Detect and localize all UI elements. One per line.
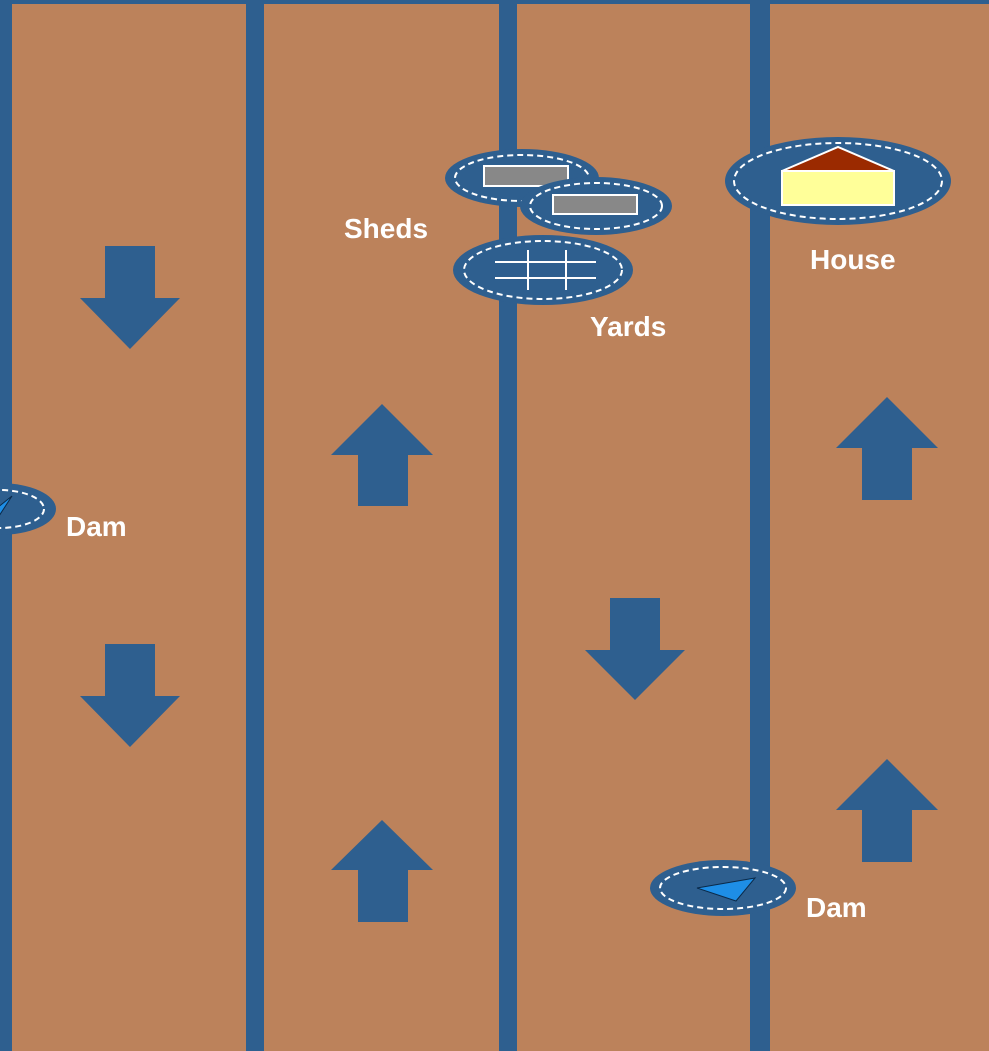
paddock-1 xyxy=(12,4,246,1051)
arrow-down-paddock-3 xyxy=(585,598,685,700)
label-dam-right: Dam xyxy=(806,892,867,923)
yards-marker xyxy=(453,235,633,305)
yards-grid-icon xyxy=(495,250,596,290)
dam-marker-right xyxy=(650,860,796,916)
label-dam-left: Dam xyxy=(66,511,127,542)
house-icon xyxy=(781,145,895,206)
arrow-up-paddock-2-top xyxy=(331,404,433,506)
dam-water-icon xyxy=(696,877,757,902)
shed-icon xyxy=(483,165,569,187)
shed-marker-2 xyxy=(520,177,672,235)
dam-marker-left xyxy=(0,483,56,535)
arrow-down-paddock-1-bottom xyxy=(80,644,180,747)
arrow-up-paddock-4-top xyxy=(836,397,938,500)
arrow-up-paddock-2-bottom xyxy=(331,820,433,922)
arrow-up-paddock-4-bottom xyxy=(836,759,938,862)
label-yards: Yards xyxy=(590,311,667,342)
label-house: House xyxy=(810,244,896,275)
arrow-down-paddock-1-top xyxy=(80,246,180,349)
dam-water-icon xyxy=(0,495,13,516)
house-marker xyxy=(725,137,951,225)
label-sheds: Sheds xyxy=(344,213,429,244)
shed-icon xyxy=(552,194,638,215)
